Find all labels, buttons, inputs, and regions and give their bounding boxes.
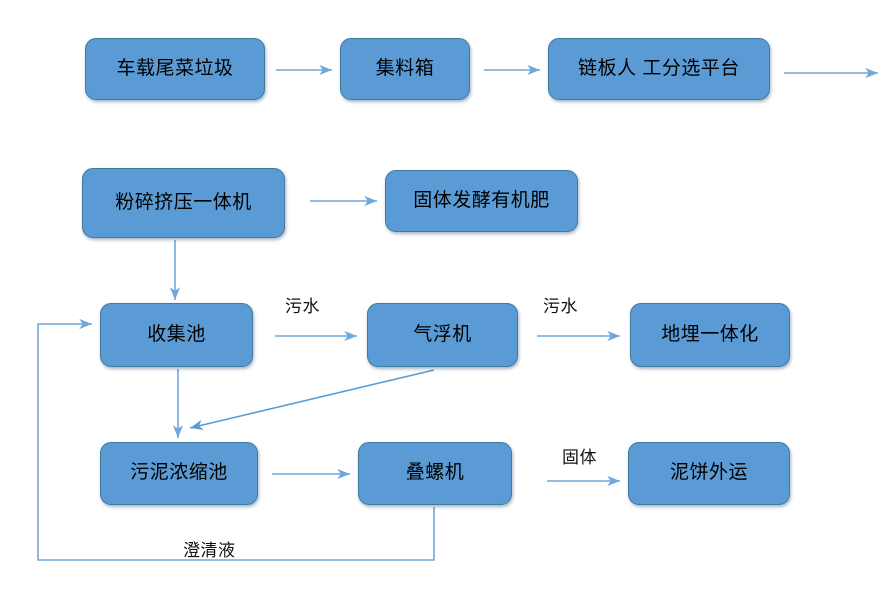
node-chain-plate-manual-sorting-platform[interactable]: 链板人 工分选平台 [548,38,770,100]
node-solid-fermentation-organic-fertilizer[interactable]: 固体发酵有机肥 [385,170,578,232]
node-stacked-screw-press[interactable]: 叠螺机 [358,442,512,505]
node-collection-bin[interactable]: 集料箱 [340,38,470,100]
edge-label-solid: 固体 [562,448,597,467]
node-mud-cake-transport[interactable]: 泥饼外运 [628,442,790,505]
node-sludge-thickening-tank[interactable]: 污泥浓缩池 [100,442,258,505]
edge-label-wastewater-1: 污水 [285,297,320,316]
node-crushing-extrusion-machine[interactable]: 粉碎挤压一体机 [82,168,285,238]
node-air-flotation-machine[interactable]: 气浮机 [367,303,518,367]
edge-label-clarified-liquid: 澄清液 [183,541,236,560]
node-collection-pool[interactable]: 收集池 [100,303,253,367]
node-vehicle-vegetable-waste[interactable]: 车载尾菜垃圾 [85,38,265,100]
node-buried-integrated-unit[interactable]: 地埋一体化 [630,303,790,367]
connector-n7-n9 [189,369,435,431]
edge-label-wastewater-2: 污水 [543,297,578,316]
